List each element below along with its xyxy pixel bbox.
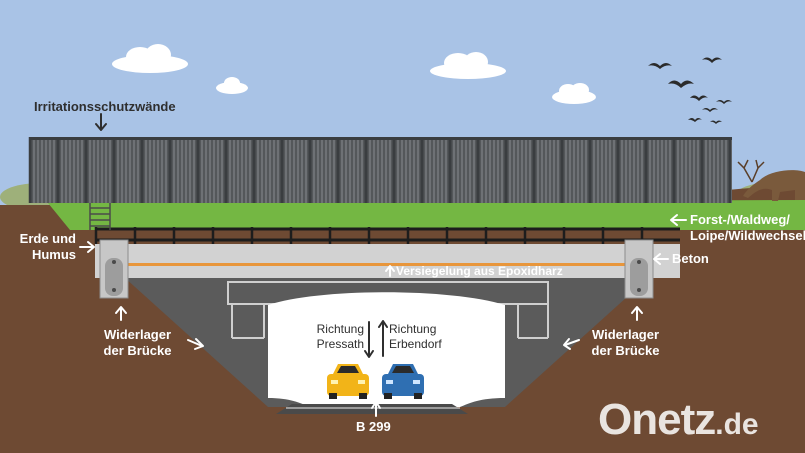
label-soil: Erde und Humus: [18, 231, 76, 263]
grass: [48, 200, 805, 230]
arrow-left-icon: [653, 253, 669, 265]
label-direction-right: Richtung Erbendorf: [389, 322, 442, 352]
label-soil-line2: Humus: [31, 247, 76, 262]
label-abutment-left-line1: Widerlager: [103, 327, 172, 342]
label-road: B 299: [356, 419, 391, 434]
abutment-left: [99, 239, 129, 299]
cloud: [552, 83, 596, 104]
arrow-up-icon: [385, 265, 395, 277]
label-soil-line1: Erde und: [19, 231, 76, 246]
concrete-deck: [95, 244, 680, 278]
label-path-line2: Loipe/Wildwechsel: [690, 228, 805, 243]
arrows: [79, 113, 687, 417]
logo-main: Onetz: [598, 395, 716, 444]
abutment-right: [624, 239, 654, 299]
label-concrete: Beton: [672, 251, 709, 266]
noise-walls: [28, 137, 732, 203]
birds-icon: [648, 57, 732, 124]
arrow-up-icon: [115, 306, 127, 321]
clouds: [112, 44, 596, 104]
label-direction-left: Richtung Pressath: [296, 322, 364, 352]
deer-icon: [737, 159, 805, 201]
logo-tld: .de: [715, 408, 759, 441]
sealing-layer: [120, 263, 632, 266]
arrow-left-icon: [670, 214, 687, 226]
soil-layer: [95, 230, 680, 244]
label-direction-left-line1: Richtung: [316, 322, 364, 336]
bridge-railing: [94, 227, 680, 244]
label-abutment-left-line2: der Brücke: [103, 343, 172, 358]
label-abutment-right-line2: der Brücke: [591, 343, 660, 358]
cloud: [112, 44, 188, 73]
label-direction-right-line2: Erbendorf: [389, 337, 442, 351]
label-noise-walls: Irritationsschutzwände: [34, 99, 176, 114]
label-direction-right-line1: Richtung: [389, 322, 437, 336]
arrow-down-icon: [364, 321, 374, 358]
label-abutment-right-line1: Widerlager: [591, 327, 660, 342]
arrow-right-icon: [187, 338, 204, 350]
arrow-up-icon: [631, 306, 643, 321]
cloud: [216, 77, 248, 94]
label-direction-left-line2: Pressath: [316, 337, 364, 351]
road: [276, 404, 468, 414]
arrow-left-icon: [563, 338, 580, 350]
ladder: [89, 203, 111, 230]
label-abutment-left: Widerlager der Brücke: [90, 327, 185, 359]
arrow-right-icon: [79, 241, 95, 253]
label-path: Forst-/Waldweg/ Loipe/Wildwechsel: [690, 212, 805, 244]
car-right-icon: [382, 364, 424, 399]
arrow-down-icon: [95, 113, 107, 131]
label-path-line1: Forst-/Waldweg/: [690, 212, 790, 227]
label-sealing: Versiegelung aus Epoxidharz: [396, 264, 563, 278]
cloud: [430, 52, 506, 79]
label-abutment-right: Widerlager der Brücke: [578, 327, 673, 359]
onetz-logo: Onetz.de: [598, 395, 759, 445]
arrow-up-icon: [378, 320, 388, 357]
car-left-icon: [327, 364, 369, 399]
arrow-up-icon: [371, 401, 381, 417]
